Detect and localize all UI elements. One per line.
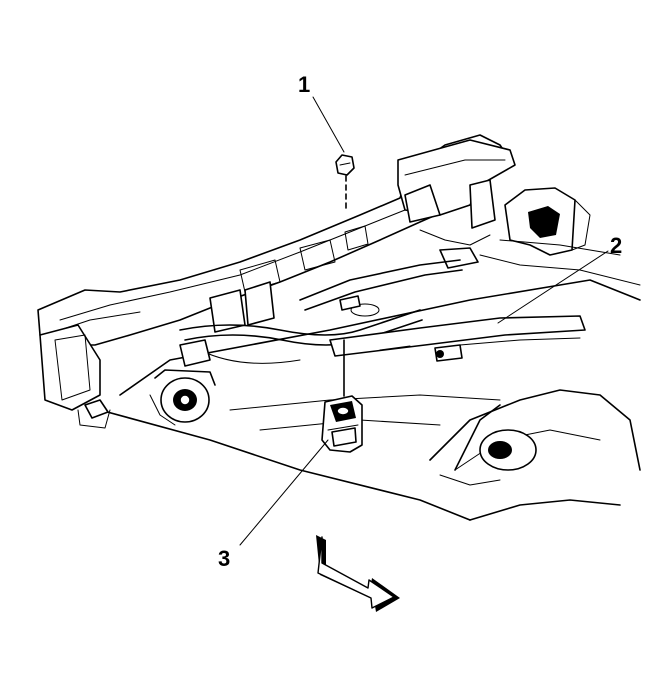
callout-3: 3	[218, 546, 230, 571]
nut-fastener	[335, 154, 355, 211]
brake-line-tube	[329, 315, 586, 362]
forward-direction-arrow	[316, 535, 400, 612]
bushing-isolator	[321, 395, 363, 453]
right-mount	[439, 404, 537, 486]
suspension-mount	[149, 339, 216, 426]
wheelhouse-bracket	[504, 187, 591, 256]
frame-rail	[37, 134, 516, 429]
callout-1: 1	[298, 72, 310, 97]
callout-leaders	[239, 96, 609, 546]
callout-2: 2	[610, 233, 622, 258]
